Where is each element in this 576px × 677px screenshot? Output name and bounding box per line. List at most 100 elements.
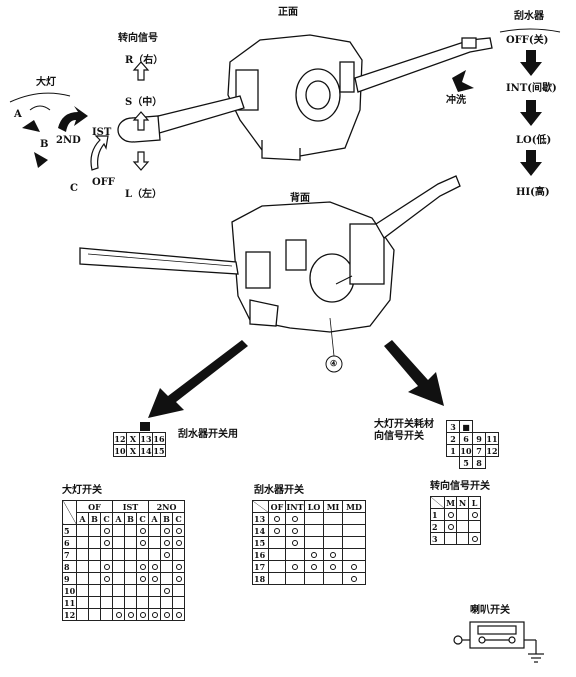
col-header: B [160,512,173,525]
row-header: 15 [252,536,269,549]
pin: 2 [446,432,460,445]
turn-switch-table: M N L 1 2 3 [430,496,481,545]
washer-label: 冲洗 [446,95,466,106]
pin: 6 [459,432,473,445]
pin: 12 [485,444,499,457]
row-header: 5 [62,524,77,537]
headlamp-switch-title: 大灯开关 [62,485,102,496]
callout-circle [325,355,343,373]
col-header: C [136,512,149,525]
back-switch-body [231,201,395,333]
col-header: C [172,512,185,525]
row-header: 6 [62,536,77,549]
col-header: A [112,512,125,525]
arrow-to-wiper-connector [148,340,248,418]
pin: 8 [472,456,486,469]
pin: X [126,432,140,445]
headlamp-pos-1st: IST [92,127,112,138]
pin: 13 [139,432,153,445]
headlamp-pos-a: A [14,109,22,120]
row-header: 10 [62,584,77,597]
col-group: 2NO [148,500,185,513]
headlamp-pos-2nd: 2ND [56,135,81,146]
row-header: 11 [62,596,77,609]
col-header: N [456,496,469,509]
headlamp-2nd-arrow [58,106,88,132]
turn-left-arrow [132,151,150,171]
turn-center-arrow [132,111,150,131]
wiper-position-arrows [520,50,542,176]
front-switch-body [227,34,363,161]
headlamp-pos-c: C [70,183,78,194]
row-header: 7 [62,548,77,561]
col-header: OF [268,500,286,513]
headlamp-connector-label-1: 大灯开关耗材 [374,419,434,430]
pin: 14 [139,444,153,457]
row-header: 1 [430,508,445,521]
turn-right-arrow [132,61,150,81]
row-header: 13 [252,512,269,525]
col-header: M [444,496,457,509]
wiper-lo-label: LO(低) [516,135,552,146]
row-header: 17 [252,560,269,573]
row-header: 14 [252,524,269,537]
pin: 16 [152,432,166,445]
row-header: 3 [430,532,445,545]
col-header: LO [304,500,324,513]
col-header: MD [342,500,366,513]
pin: 5 [459,456,473,469]
turn-switch-title: 转向信号开关 [430,481,490,492]
wiper-connector-key [140,422,150,431]
back-view-title: 背面 [290,193,310,204]
col-header: L [468,496,481,509]
col-header: A [76,512,89,525]
callout-number: ④ [330,358,338,368]
wiper-switch-table: OF INT LO MI MD 13 14 15 16 17 18 [252,500,366,585]
pin: 11 [485,432,499,445]
pin: 3 [446,420,460,433]
wiper-hi-label: HI(高) [516,187,550,198]
pin: 12 [113,432,127,445]
row-header: 18 [252,572,269,585]
pin: 1 [446,444,460,457]
row-header: 12 [62,608,77,621]
headlamp-pos-off: OFF [92,177,115,188]
turn-left-label: L（左） [125,189,163,200]
wiper-connector-label: 刮水器开关用 [178,429,238,440]
row-header: 8 [62,560,77,573]
wiper-int-label: INT(间歇) [506,83,557,94]
headlamp-1st-arrow [90,135,109,171]
turn-center-label: S（中） [125,97,163,108]
row-header: 9 [62,572,77,585]
col-header: B [124,512,137,525]
pin: 9 [472,432,486,445]
headlamp-connector-label-2: 向信号开关 [374,431,424,442]
pin: 7 [472,444,486,457]
row-header: 2 [430,520,445,533]
horn-switch-diagram [453,621,544,663]
headlamp-a-arrow [22,120,40,132]
turn-right-label: R（右） [125,55,164,66]
arrow-to-headlamp-connector [384,340,444,406]
wiper-off-label: OFF(关) [506,35,549,46]
turn-signal-label: 转向信号 [118,33,158,44]
wiper-switch-title: 刮水器开关 [254,485,304,496]
headlamp-b-arrow [34,152,48,168]
turn-headlamp-stalk [117,95,245,143]
col-group: IST [112,500,149,513]
col-group: OF [76,500,113,513]
col-header: B [88,512,101,525]
wiper-stalk [354,37,493,93]
horn-switch-title: 喇叭开关 [470,605,510,616]
wiper-label: 刮水器 [514,11,544,22]
pin: 15 [152,444,166,457]
front-view-title: 正面 [278,7,298,18]
col-header: INT [285,500,305,513]
col-header: C [100,512,113,525]
col-header: A [148,512,161,525]
pin: X [126,444,140,457]
